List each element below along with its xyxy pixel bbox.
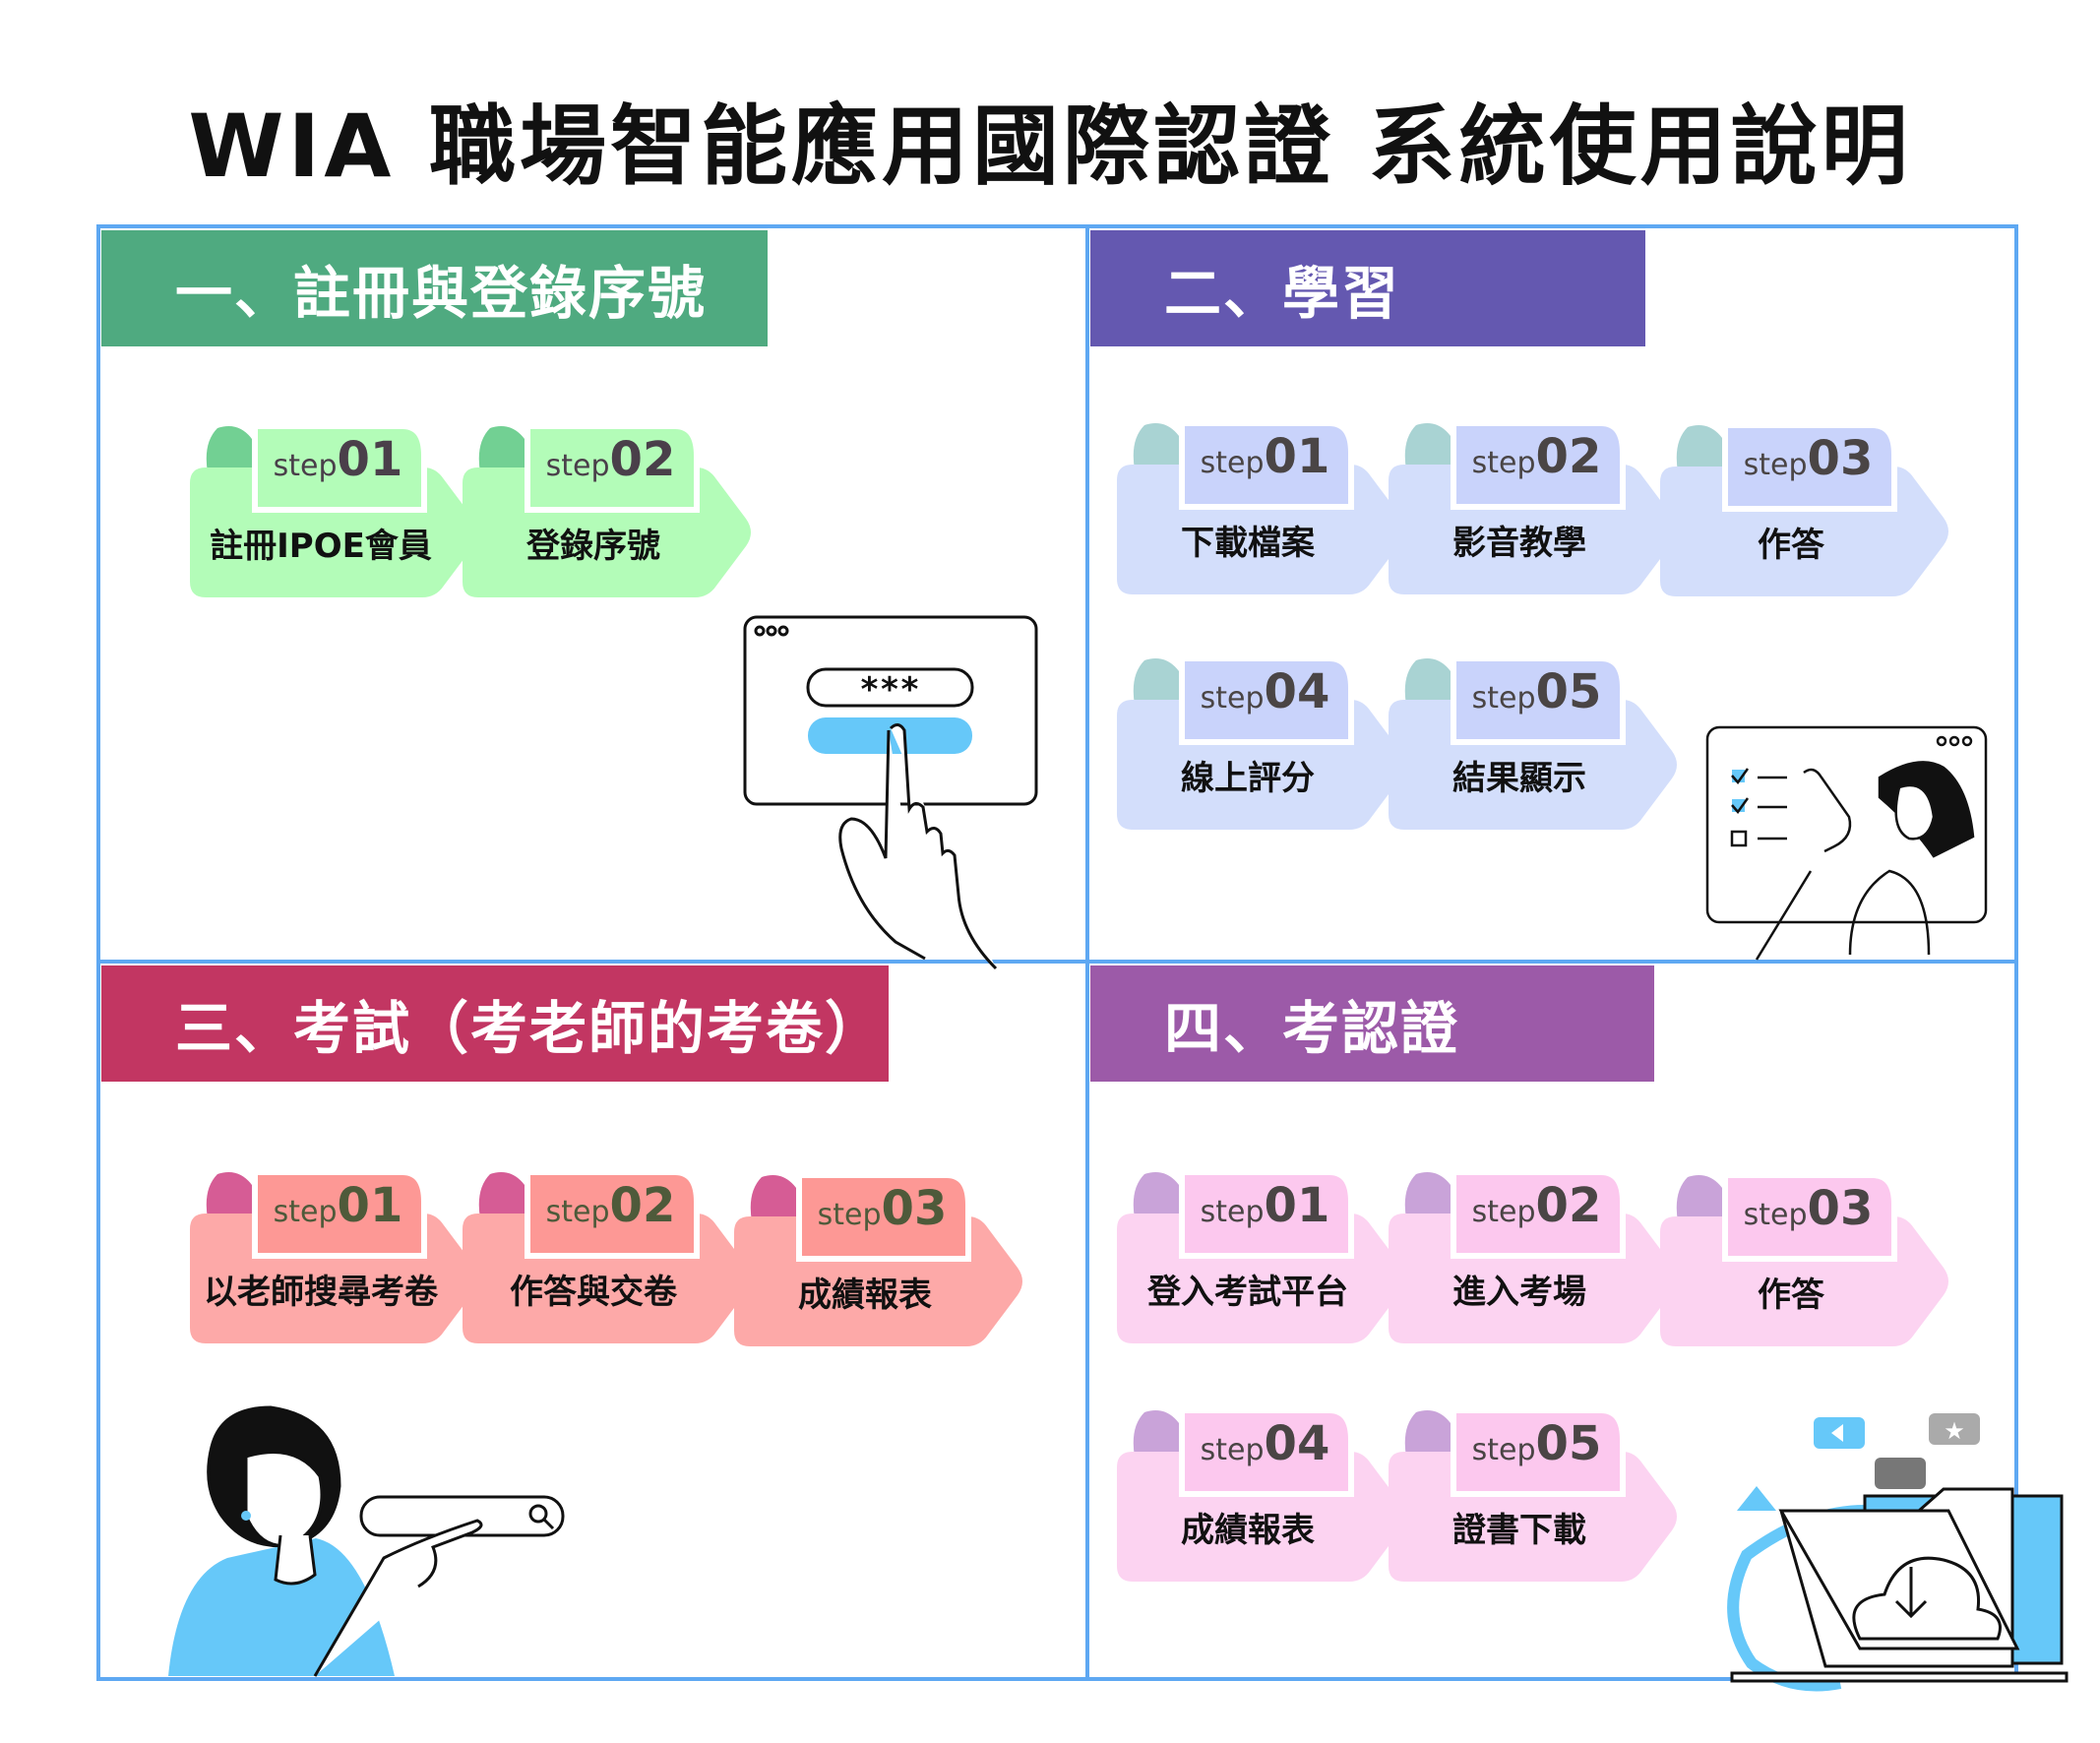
- section-header-register: 一、註冊與登錄序號: [101, 230, 768, 346]
- certification-step-02: step02 進入考場: [1387, 1166, 1682, 1343]
- section-header-certification: 四、考認證: [1090, 965, 1654, 1082]
- certification-step-01: step01 登入考試平台: [1115, 1166, 1410, 1343]
- step-label: 成績報表: [798, 1276, 932, 1315]
- step-number: step01: [1200, 429, 1330, 484]
- step-number: step02: [1471, 1178, 1602, 1233]
- step-label: 作答: [1758, 1276, 1824, 1315]
- password-mask: ***: [859, 670, 919, 710]
- step-label: 證書下載: [1452, 1511, 1586, 1550]
- step-number: step05: [1471, 664, 1602, 719]
- step-label: 線上評分: [1181, 759, 1315, 798]
- step-number: step04: [1200, 1416, 1330, 1471]
- svg-text:★: ★: [1944, 1417, 1965, 1445]
- image-icon: [1875, 1458, 1926, 1489]
- step-arrow-shape: [190, 1169, 478, 1343]
- step-arrow-shape: [1389, 1407, 1677, 1582]
- step-arrow-shape: [190, 423, 478, 597]
- step-number: step03: [1743, 1181, 1874, 1236]
- step-label: 登錄序號: [526, 527, 660, 566]
- step-arrow-shape: [1660, 422, 1948, 596]
- exam-step-03: step03 成績報表: [732, 1169, 1027, 1346]
- step-arrow-shape: [1389, 655, 1677, 830]
- exam-step-02: step02 作答與交卷: [461, 1166, 756, 1343]
- section-header-learning: 二、學習: [1090, 230, 1645, 346]
- download-folder-illustration: ★: [1727, 1413, 2069, 1692]
- step-number: step01: [1200, 1178, 1330, 1233]
- step-label: 以老師搜尋考卷: [204, 1273, 438, 1312]
- learning-step-01: step01 下載檔案: [1115, 417, 1410, 594]
- step-label: 下載檔案: [1181, 524, 1315, 563]
- certification-step-04: step04 成績報表: [1115, 1404, 1410, 1582]
- step-label: 登入考試平台: [1147, 1273, 1348, 1312]
- step-label: 進入考場: [1452, 1273, 1586, 1312]
- step-number: step05: [1471, 1416, 1602, 1471]
- register-step-01: step01 註冊IPOE會員: [188, 420, 483, 597]
- exam-step-01: step01 以老師搜尋考卷: [188, 1166, 483, 1343]
- learning-step-03: step03 作答: [1658, 419, 1953, 596]
- step-number: step03: [817, 1181, 948, 1236]
- certification-step-05: step05 證書下載: [1387, 1404, 1682, 1582]
- step-label: 作答與交卷: [510, 1273, 677, 1312]
- divider-vertical: [1085, 224, 1089, 1681]
- register-step-02: step02 登錄序號: [461, 420, 756, 597]
- step-number: step02: [1471, 429, 1602, 484]
- section-header-exam: 三、考試（考老師的考卷）: [101, 965, 889, 1082]
- step-label: 註冊IPOE會員: [210, 527, 432, 566]
- page-title: WIA 職場智能應用國際認證 系統使用說明: [188, 95, 1912, 197]
- search-woman-illustration: [168, 1405, 565, 1677]
- step-arrow-shape: [1117, 1169, 1405, 1343]
- step-arrow-shape: [1117, 655, 1405, 830]
- step-number: step02: [545, 1178, 676, 1233]
- learning-step-05: step05 結果顯示: [1387, 653, 1682, 830]
- step-arrow-shape: [463, 1169, 751, 1343]
- step-arrow-shape: [463, 423, 751, 597]
- step-label: 作答: [1758, 526, 1824, 565]
- step-number: step01: [273, 1178, 403, 1233]
- password-field: [806, 667, 974, 708]
- grid-frame: [96, 224, 2018, 1681]
- step-label: 影音教學: [1452, 524, 1586, 563]
- login-button-shape: [808, 717, 972, 754]
- step-number: step01: [273, 432, 403, 487]
- step-number: step03: [1743, 431, 1874, 486]
- learning-step-02: step02 影音教學: [1387, 417, 1682, 594]
- search-icon: [528, 1504, 548, 1524]
- step-arrow-shape: [1660, 1172, 1948, 1346]
- learning-step-04: step04 線上評分: [1115, 653, 1410, 830]
- step-arrow-shape: [1389, 1169, 1677, 1343]
- login-window-illustration: [743, 615, 1038, 970]
- step-label: 結果顯示: [1452, 759, 1586, 798]
- certification-step-03: step03 作答: [1658, 1169, 1953, 1346]
- step-arrow-shape: [1117, 420, 1405, 594]
- divider-horizontal: [96, 960, 2018, 964]
- step-label: 成績報表: [1181, 1511, 1315, 1550]
- step-number: step02: [545, 432, 676, 487]
- step-arrow-shape: [734, 1172, 1022, 1346]
- step-arrow-shape: [1389, 420, 1677, 594]
- step-arrow-shape: [1117, 1407, 1405, 1582]
- star-icon: [1929, 1413, 1980, 1445]
- checklist-woman-illustration: [1705, 725, 1988, 961]
- step-number: step04: [1200, 664, 1330, 719]
